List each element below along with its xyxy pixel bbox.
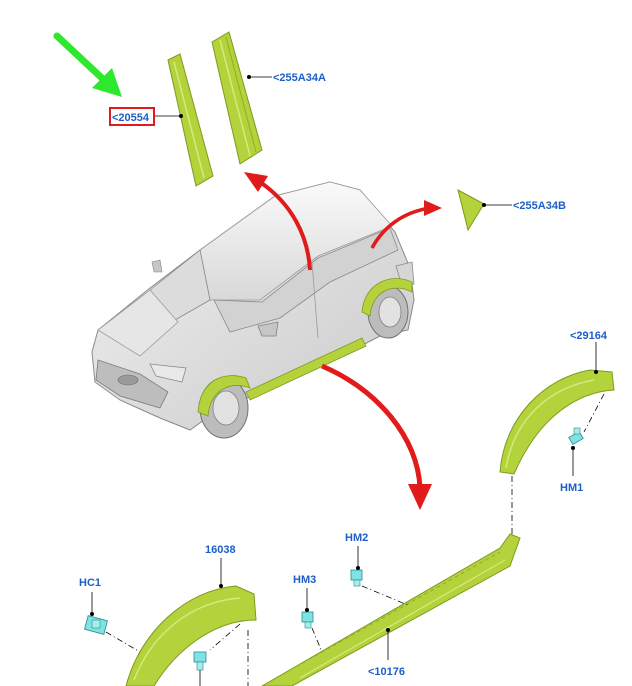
highlight-box-20554 <box>109 107 155 126</box>
clip-icon-HC1[interactable] <box>84 615 108 635</box>
label-255A34A[interactable]: <255A34A <box>273 72 326 84</box>
clip-icon-front-arch[interactable] <box>193 651 207 671</box>
clip-icon-HM1[interactable] <box>568 427 584 446</box>
vehicle-illustration <box>91 181 415 439</box>
red-direction-arrow-up <box>244 172 312 271</box>
clip-icon-HM2[interactable] <box>350 569 363 587</box>
label-HM2[interactable]: HM2 <box>345 532 368 544</box>
label-20554[interactable]: <20554 <box>112 112 150 124</box>
label-10176[interactable]: <10176 <box>368 666 405 678</box>
pillar-applique-20554[interactable] <box>167 53 214 187</box>
red-direction-arrow-down <box>321 363 432 510</box>
green-pointer-arrow <box>53 32 122 97</box>
label-255A34B[interactable]: <255A34B <box>513 200 566 212</box>
quarter-applique-255A34B[interactable] <box>457 189 485 232</box>
label-HM1[interactable]: HM1 <box>560 482 583 494</box>
label-29164[interactable]: <29164 <box>570 330 608 342</box>
label-HM3[interactable]: HM3 <box>293 574 316 586</box>
red-direction-arrow-right <box>370 200 442 249</box>
clip-icon-HM3[interactable] <box>301 611 314 629</box>
rocker-moulding-10176[interactable] <box>261 533 521 686</box>
label-16038[interactable]: 16038 <box>205 544 236 556</box>
wheel-arch-moulding-29164[interactable] <box>499 369 615 475</box>
wheel-arch-moulding-16038[interactable] <box>125 585 257 686</box>
pillar-applique-255A34A[interactable] <box>211 31 263 165</box>
label-HC1[interactable]: HC1 <box>79 577 101 589</box>
